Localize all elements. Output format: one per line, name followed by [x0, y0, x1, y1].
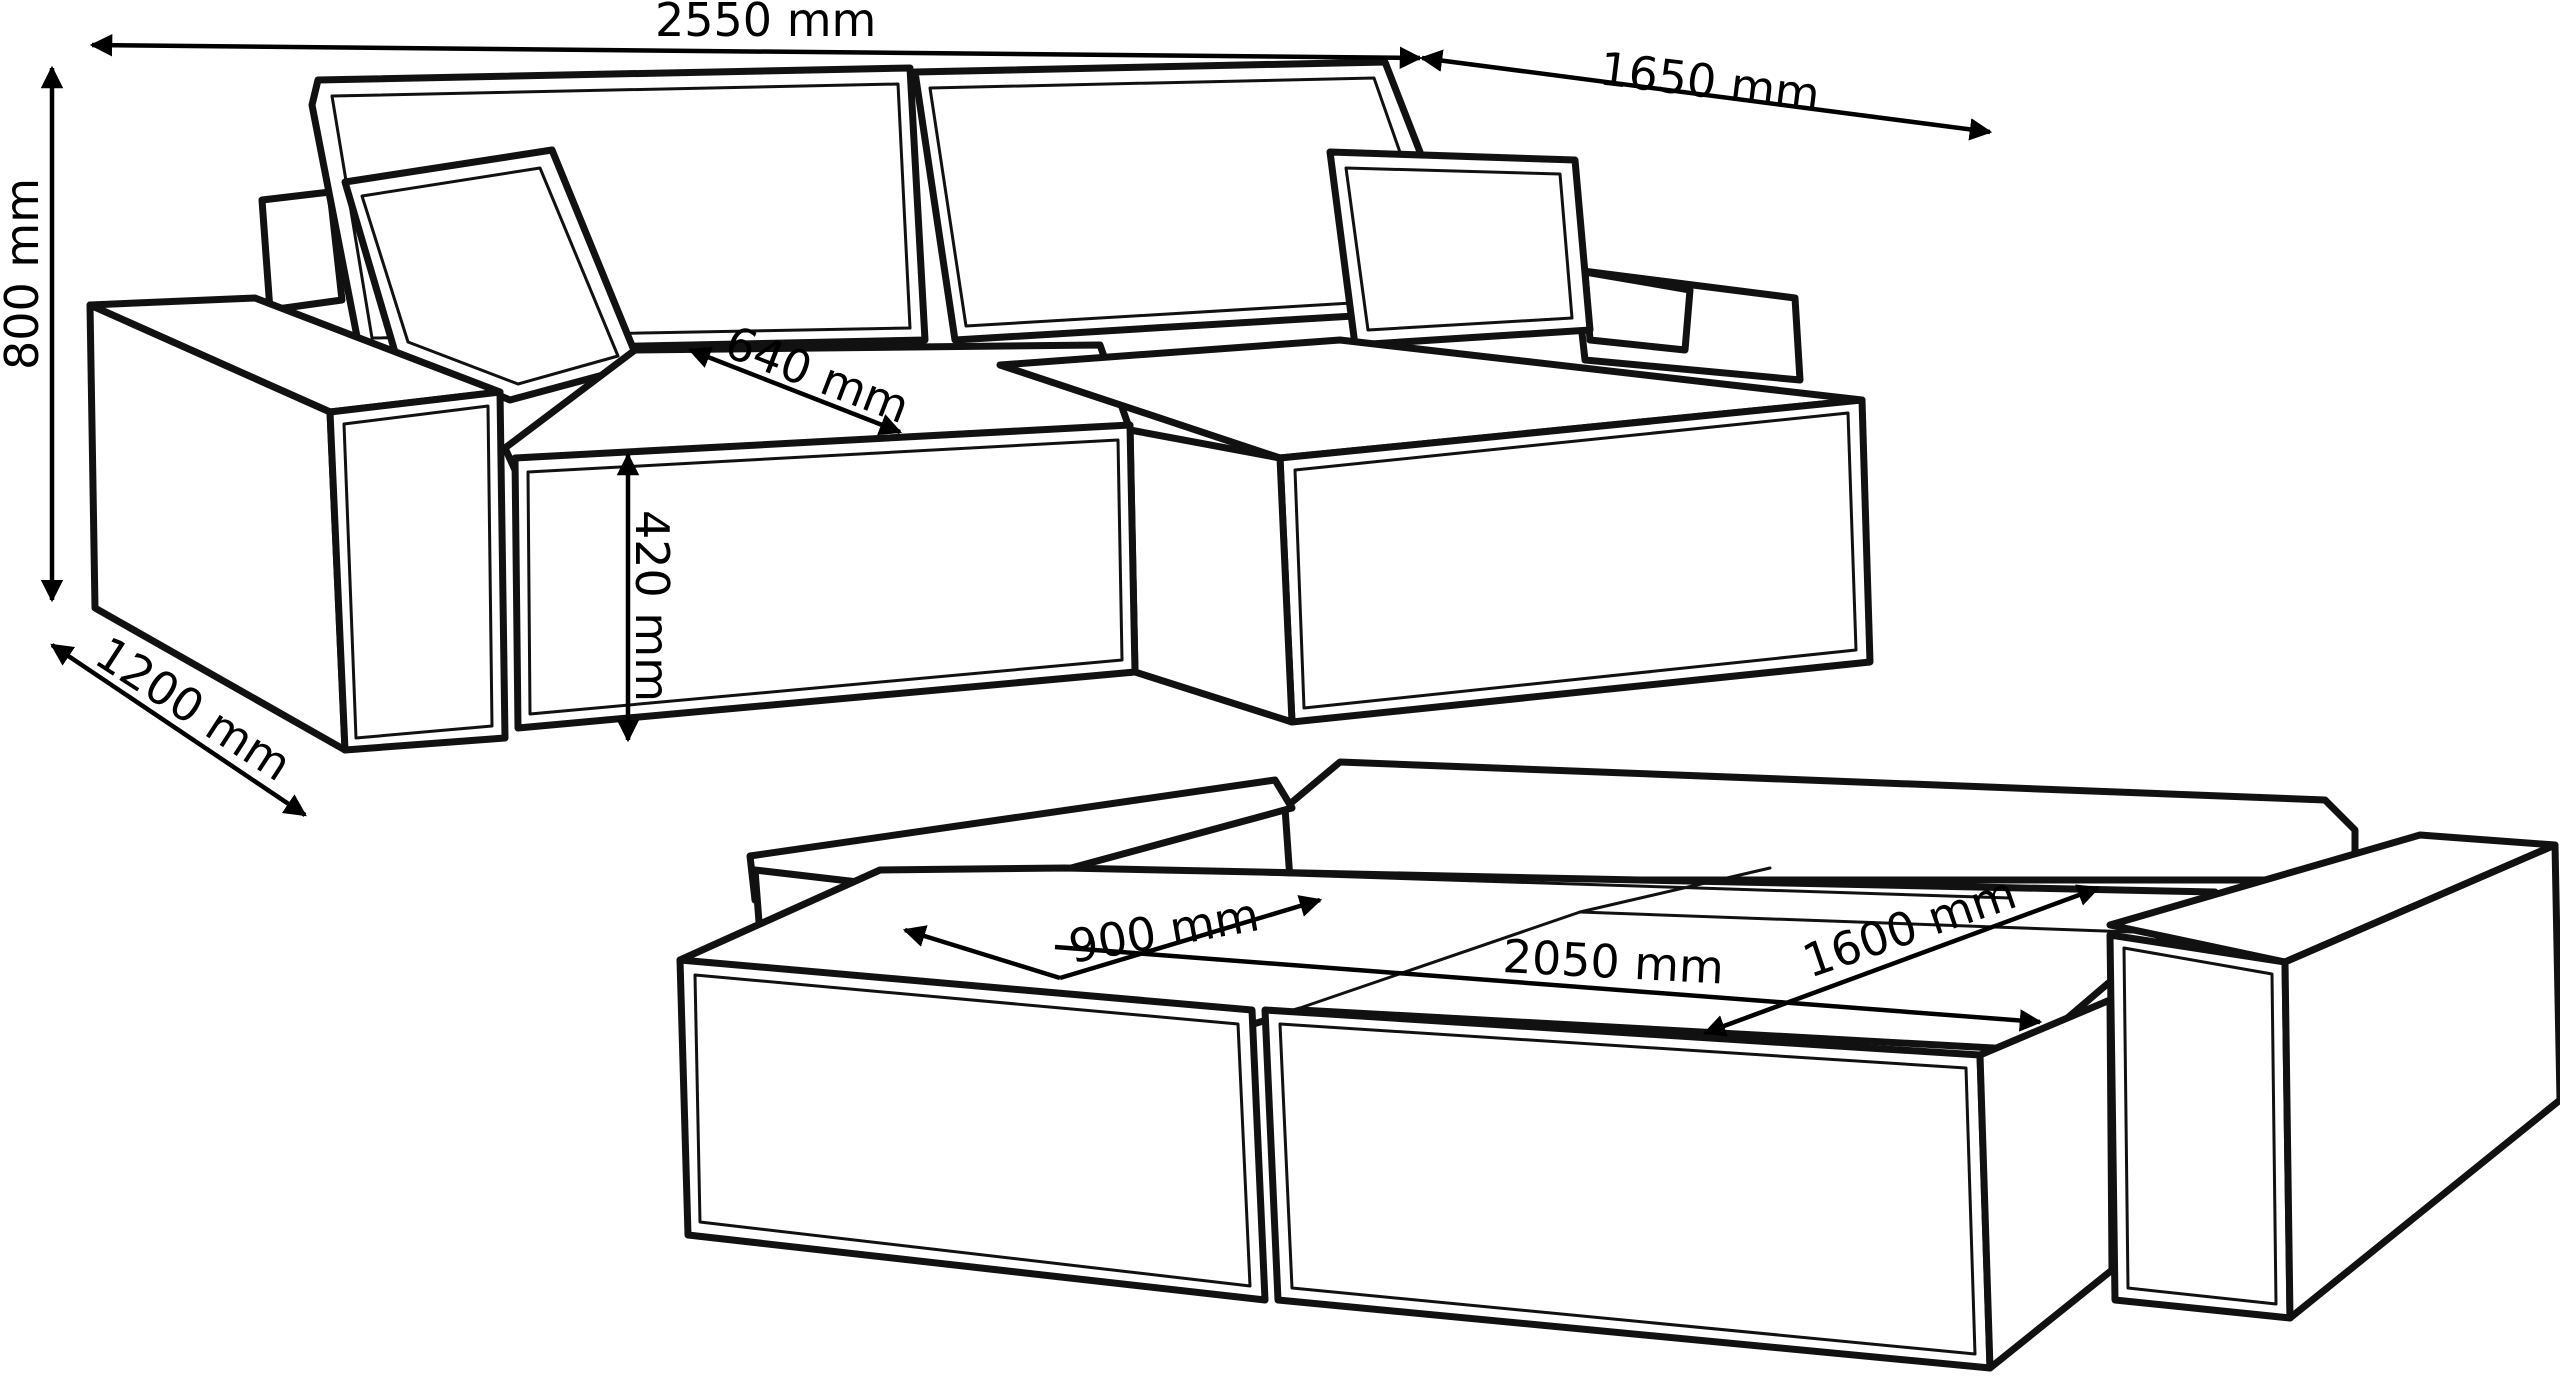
dim-line-depth	[50, 643, 307, 817]
dim-line-part-width-b	[1059, 895, 1323, 981]
label-total-width: 2550 mm	[655, 0, 876, 47]
label-chaise-length: 1650 mm	[1597, 41, 1823, 122]
dim-line-seat-depth	[687, 346, 903, 436]
dimension-lines	[40, 33, 2101, 1037]
dim-line-chaise-length	[1419, 49, 1993, 141]
sofa-bed-drawing	[676, 758, 2560, 1372]
dim-line-total-width	[89, 33, 1423, 70]
label-bed-length: 2050 mm	[1501, 929, 1725, 995]
corner-sofa-drawing	[86, 58, 1874, 754]
dim-line-part-width	[902, 925, 1061, 981]
dim-line-bed-width	[1702, 884, 2101, 1037]
label-seat-height: 420 mm	[625, 510, 679, 702]
label-height: 800 mm	[0, 178, 49, 370]
